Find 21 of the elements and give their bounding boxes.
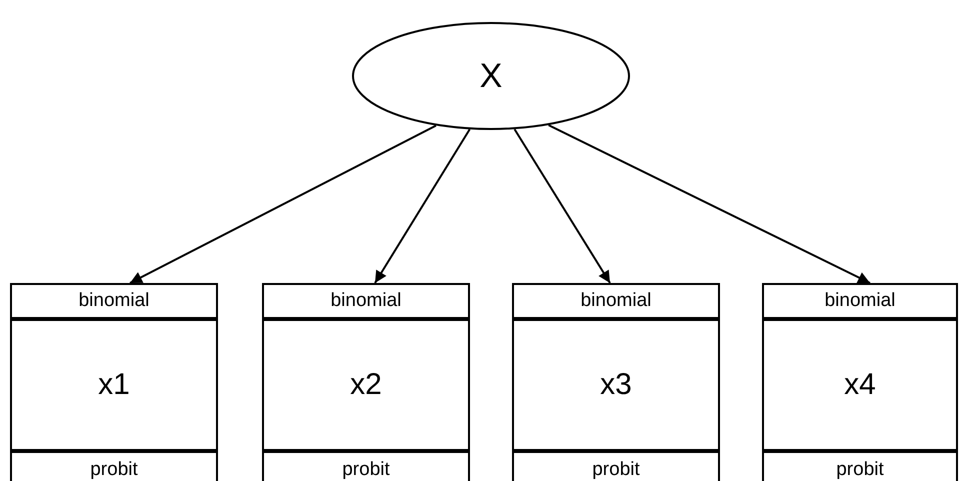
- indicator-box: [10, 283, 218, 481]
- indicator-box: [512, 283, 720, 481]
- link-function-label: probit: [836, 459, 884, 481]
- arrow: [374, 128, 470, 284]
- variable-name: x1: [98, 368, 130, 402]
- variable-name: x4: [844, 368, 876, 402]
- variable-name: X: [480, 56, 502, 96]
- variable-name: x2: [350, 368, 382, 402]
- variable-name: x3: [600, 368, 632, 402]
- arrow: [130, 124, 436, 284]
- link-function-label: probit: [342, 459, 390, 481]
- distribution-label: binomial: [78, 290, 150, 312]
- arrow: [548, 124, 870, 284]
- distribution-label: binomial: [824, 290, 896, 312]
- indicator-box: [262, 283, 470, 481]
- distribution-label: binomial: [330, 290, 402, 312]
- link-function-label: probit: [592, 459, 640, 481]
- indicator-box: [762, 283, 958, 481]
- link-function-label: probit: [90, 459, 138, 481]
- arrow: [514, 128, 611, 284]
- distribution-label: binomial: [580, 290, 652, 312]
